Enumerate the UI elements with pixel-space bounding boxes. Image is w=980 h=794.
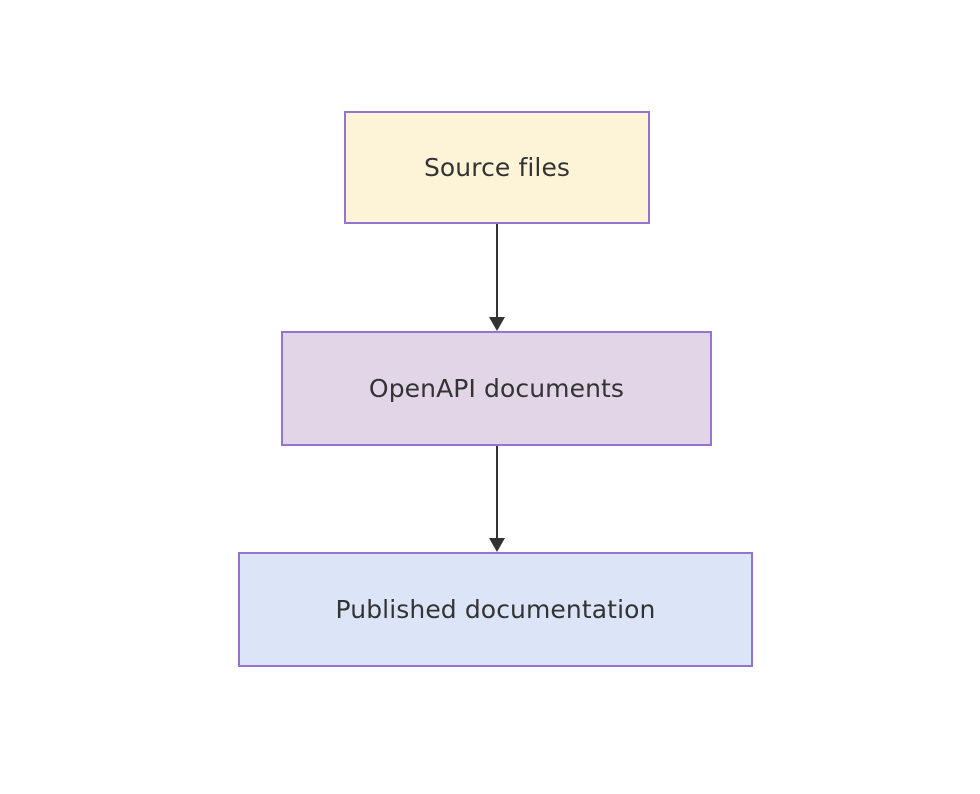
flow-node-openapi-documents[interactable]: OpenAPI documents xyxy=(281,331,712,446)
flow-node-label: Source files xyxy=(423,152,571,182)
arrowhead-down-icon xyxy=(489,538,505,552)
flow-node-label: OpenAPI documents xyxy=(368,373,625,403)
arrowhead-down-icon xyxy=(489,317,505,331)
flow-node-label: Published documentation xyxy=(335,594,656,624)
flow-node-published-documentation[interactable]: Published documentation xyxy=(238,552,753,667)
flow-node-source-files[interactable]: Source files xyxy=(344,111,650,224)
